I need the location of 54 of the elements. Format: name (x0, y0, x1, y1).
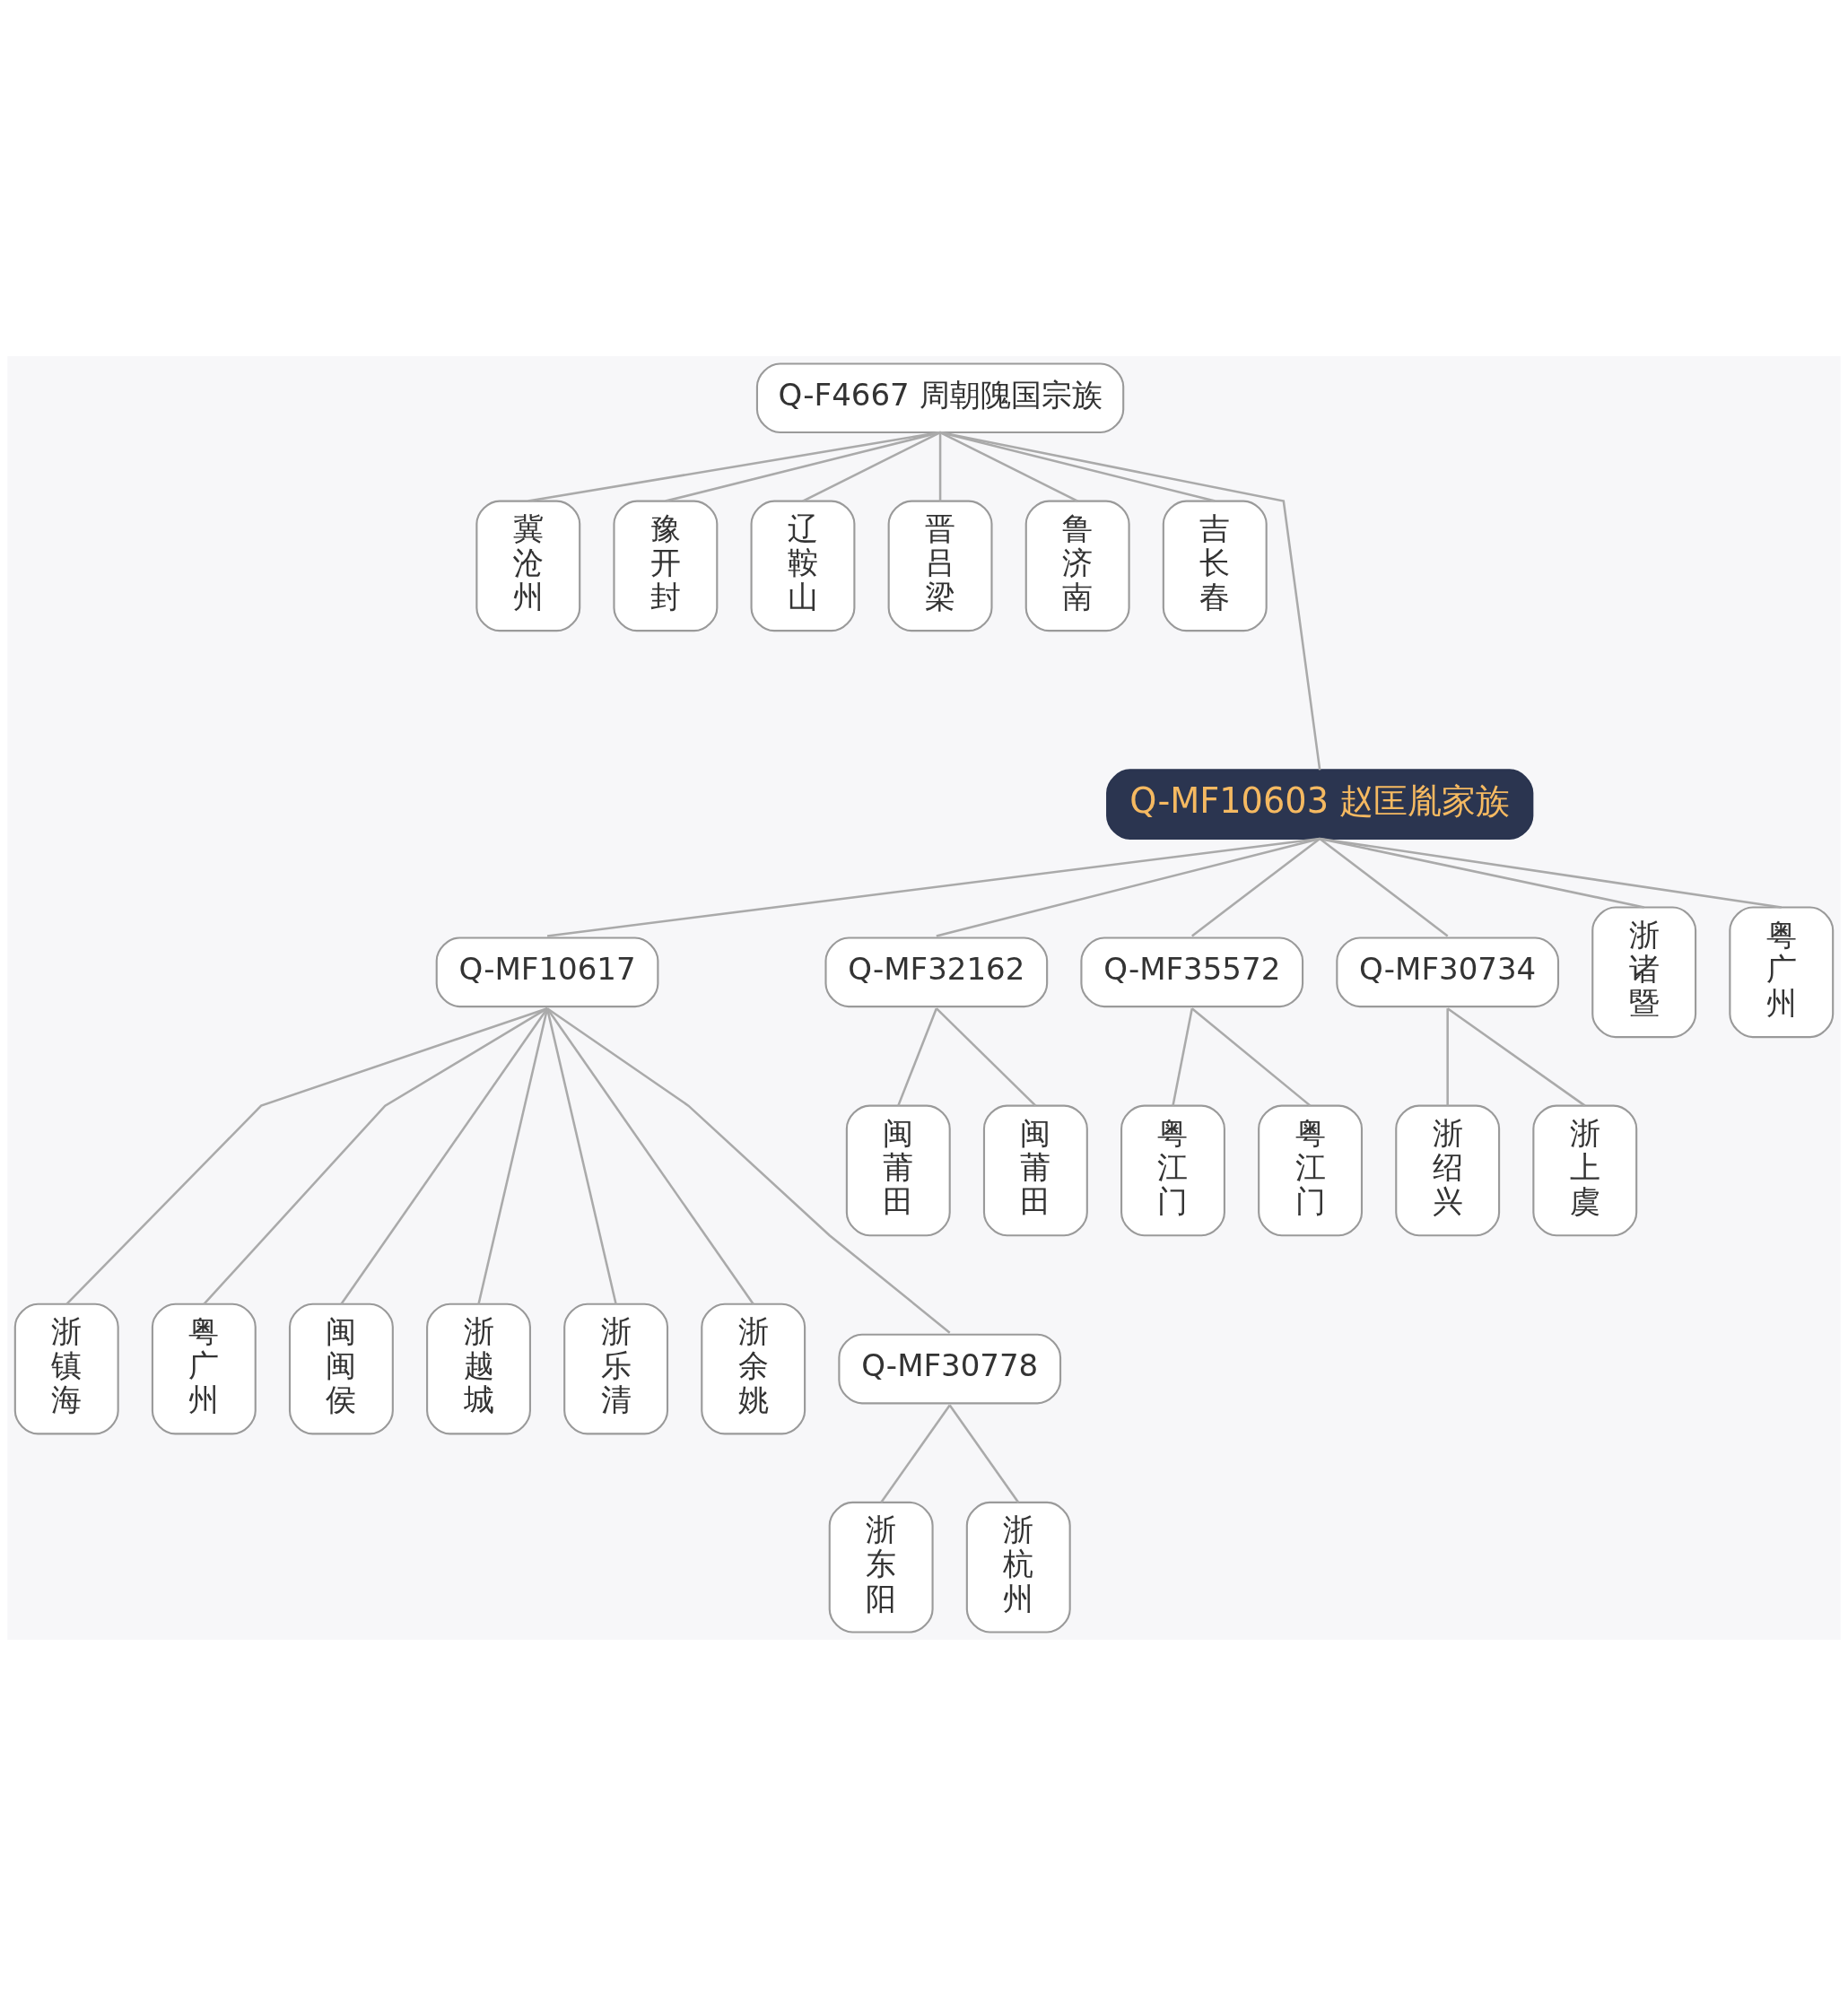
node-box: Q-MF10617 (435, 936, 659, 1007)
node-box: 豫开封 (613, 500, 719, 632)
connector (1319, 837, 1644, 909)
node-box: Q-MF35572 (1080, 936, 1304, 1007)
node-box: 粤江门 (1258, 1104, 1364, 1236)
connector (1190, 1006, 1312, 1107)
node-box: 浙东阳 (828, 1501, 934, 1633)
connector (1320, 837, 1782, 909)
connector (1319, 837, 1449, 937)
connector (665, 431, 941, 502)
connector (802, 431, 941, 502)
connector (546, 1006, 951, 1334)
connector (936, 837, 1321, 937)
node-box: 鲁济南 (1024, 500, 1130, 632)
node-box: 闽闽侯 (288, 1302, 394, 1434)
connector (939, 431, 1216, 502)
node-box: Q-MF30734 (1336, 936, 1560, 1007)
connector (1446, 1006, 1586, 1107)
connector (65, 1006, 548, 1305)
node-box: 闽莆田 (982, 1104, 1088, 1236)
connector (1446, 1007, 1449, 1106)
connector (880, 1404, 951, 1503)
connector (1172, 1007, 1193, 1106)
node-box: 浙镇海 (13, 1302, 119, 1434)
connector (546, 1006, 754, 1304)
connector (939, 431, 1078, 502)
connector (203, 1006, 548, 1305)
node-box: 浙绍兴 (1395, 1104, 1501, 1236)
connector (897, 1007, 937, 1106)
connector (546, 837, 1321, 937)
connector (948, 1404, 1020, 1503)
connector (939, 431, 1321, 771)
connector (938, 431, 942, 501)
node-box: Q-MF32162 (824, 936, 1049, 1007)
connector (935, 1006, 1037, 1107)
node-box: 浙越城 (426, 1302, 531, 1434)
node-box: 浙上虞 (1532, 1104, 1638, 1236)
connector (527, 431, 941, 502)
node-box: 浙乐清 (563, 1302, 669, 1434)
node-box: Q-MF30778 (838, 1333, 1062, 1404)
node-box: 粤广州 (151, 1302, 257, 1434)
connector (1190, 837, 1321, 937)
node-box: 晋吕梁 (887, 500, 993, 632)
node-box: 粤江门 (1120, 1104, 1225, 1236)
node-box: Q-MF10603 赵匡胤家族 (1106, 768, 1534, 840)
node-box: Q-F4667 周朝隗国宗族 (755, 362, 1125, 433)
node-box: 辽鞍山 (750, 500, 856, 632)
node-box: 吉长春 (1162, 500, 1268, 632)
node-box: 冀沧州 (475, 500, 581, 632)
node-box: 粤广州 (1729, 905, 1835, 1038)
node-box: 浙杭州 (965, 1501, 1071, 1633)
node-box: 浙诸暨 (1591, 905, 1697, 1038)
node-box: 浙余姚 (701, 1302, 806, 1434)
node-box: 闽莆田 (845, 1104, 951, 1236)
